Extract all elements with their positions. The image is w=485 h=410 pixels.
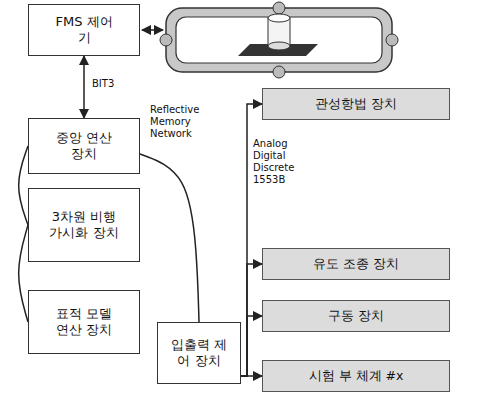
device-box: 관성항법 장치 [262,88,450,120]
device-box: 시험 부 체계 #x [262,360,450,392]
process-box: 중앙 연산 장치 [28,118,140,174]
node-text: 구동 장치 [328,308,384,324]
signal-label: Analog Digital Discrete 1553B [253,138,294,186]
fms-link-arrow [142,29,163,31]
node-text: FMS 제어기 [54,14,114,47]
track-joint [386,34,398,46]
connector [19,225,28,322]
connector [83,56,85,118]
node-text: 관성항법 장치 [315,96,397,112]
cylinder-top [268,14,290,22]
node-text: 중앙 연산 장치 [48,130,120,163]
track-joint [160,34,172,46]
node-text: 유도 조종 장치 [313,256,399,272]
flight-motion-simulator [160,2,398,78]
process-box: 3차원 비행 가시화 장치 [28,188,140,262]
connector [19,146,28,225]
node-text: 표적 모델 연산 장치 [48,306,120,339]
connector [140,154,199,322]
track-inner [176,17,382,63]
node-text: 입출력 제어 장치 [167,337,231,370]
track-joint [273,2,285,14]
io-box: 입출력 제어 장치 [157,322,241,384]
device-box: 구동 장치 [262,300,450,332]
track-outer [166,8,392,72]
bus-arrow [241,375,262,377]
bus-arrow [241,316,262,376]
device-box: 유도 조종 장치 [262,248,450,280]
track-joint [273,66,285,78]
bus-arrow [241,264,262,376]
controller-box: FMS 제어기 [28,4,140,56]
node-text: 3차원 비행 가시화 장치 [48,209,120,242]
cylinder-base [268,42,290,50]
node-text: 시험 부 체계 #x [309,368,404,384]
process-box: 표적 모델 연산 장치 [28,290,140,354]
edge-label: BIT3 [90,78,116,90]
edge-label: Reflective Memory Network [150,104,199,140]
